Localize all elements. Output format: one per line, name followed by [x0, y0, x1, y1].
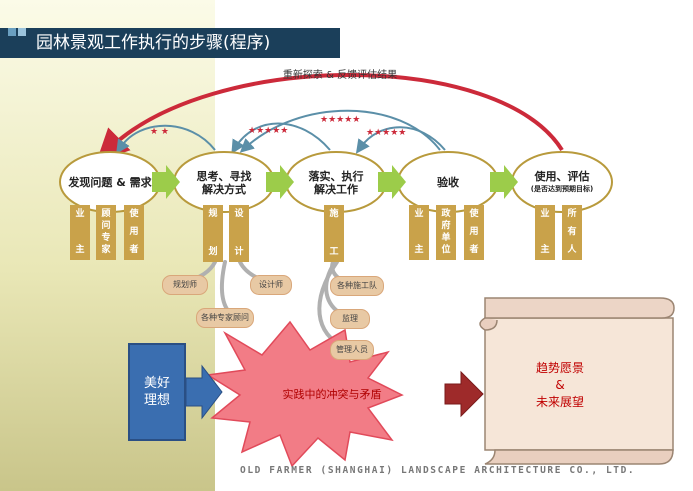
participant-user: 使用者 — [124, 205, 144, 260]
svg-text:★ ★: ★ ★ — [150, 127, 169, 137]
stage-execute: 落实、执行解决工作 — [308, 170, 364, 196]
participant-proprietor: 所有人 — [562, 205, 582, 260]
svg-text:★★★★★: ★★★★★ — [320, 115, 360, 125]
pill-planner: 规划师 — [162, 275, 208, 295]
stage-think: 思考、寻找解决方式 — [196, 170, 252, 196]
participant-government: 政府单位 — [436, 205, 456, 260]
stage-discover: 发现问题 & 需求 — [68, 176, 152, 189]
priority-stars: ★ ★ ★★★★★ ★★★★★ ★★★★★ — [150, 115, 406, 138]
title-square-icon — [18, 28, 26, 36]
participant-planning: 规划 — [203, 205, 223, 262]
conflict-text: 实践中的冲突与矛盾 — [282, 388, 382, 401]
pill-experts: 各种专家顾问 — [196, 308, 254, 328]
conflict-burst — [205, 320, 404, 468]
pill-designer: 设计师 — [250, 275, 292, 295]
svg-text:★★★★★: ★★★★★ — [366, 128, 406, 138]
svg-text:★★★★★: ★★★★★ — [248, 126, 288, 136]
participant-construction: 施工 — [324, 205, 344, 262]
stage-acceptance: 验收 — [437, 176, 459, 189]
participant-owner-3: 业主 — [535, 205, 555, 260]
participant-design: 设计 — [229, 205, 249, 262]
participant-owner: 业主 — [70, 205, 90, 260]
pill-construction-teams: 各种施工队 — [330, 276, 384, 296]
vision-scroll — [479, 297, 675, 465]
page-title: 园林景观工作执行的步骤(程序) — [0, 28, 340, 58]
feedback-label: 重新探索 & 反馈评估结果 — [282, 70, 398, 81]
loop-arrow — [355, 126, 446, 154]
participant-owner-2: 业主 — [409, 205, 429, 260]
title-square-icon — [8, 28, 16, 36]
participant-user-2: 使用者 — [464, 205, 484, 260]
feedback-arrow — [96, 73, 564, 162]
stage-use-evaluate: 使用、评估(是否达到预期目标) — [530, 170, 594, 193]
loop-arrow — [116, 124, 216, 154]
company-footer: OLD FARMER (SHANGHAI) LANDSCAPE ARCHITEC… — [240, 465, 636, 476]
pill-managers: 管理人员 — [330, 340, 374, 360]
vision-arrow — [444, 370, 484, 418]
participant-consultant: 顾问专家 — [96, 205, 116, 260]
flow-arrows — [152, 165, 518, 199]
pill-supervision: 监理 — [330, 309, 370, 329]
ideal-box: 美好理想 — [128, 343, 186, 441]
vision-text: 趋势愿景&未来展望 — [535, 361, 584, 409]
ideal-arrow — [185, 364, 223, 420]
